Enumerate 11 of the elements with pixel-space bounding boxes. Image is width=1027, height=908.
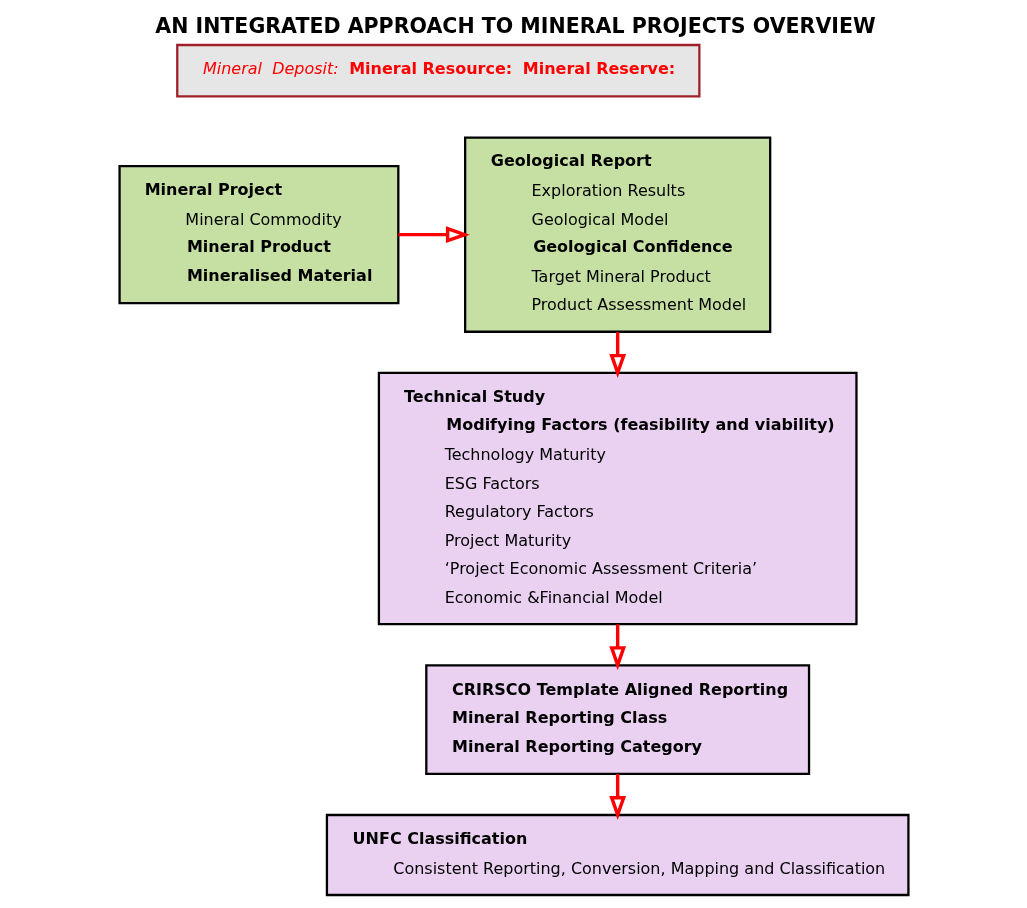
arrow xyxy=(608,332,626,378)
diagram-title: AN INTEGRATED APPROACH TO MINERAL PROJECTS OVERVIEW xyxy=(154,13,876,38)
arrow xyxy=(397,226,470,244)
arrow xyxy=(608,774,626,820)
arrow xyxy=(608,624,626,671)
node-box: Mineral Deposit: Mineral Resource: Mineral Reserve: xyxy=(175,43,700,98)
node-box: Mineral Project Mineral Commodity Mineral Product Mineralised Material xyxy=(117,164,399,305)
node-box: UNFC Classification Consistent Reporting, Conversion, Mapping and Classification xyxy=(325,813,910,897)
node-box: CRIRSCO Template Aligned Reporting Mineral Reporting Class Mineral Reporting Category xyxy=(424,664,810,776)
node-box: Geological Report Exploration Results Geological Model Geological Confidence Target Mineral Product Product Assessment Model xyxy=(463,136,771,333)
node-box: Technical Study Modifying Factors (feasibility and viability) Technology Maturity ESG Factors Regulatory Factors Project Maturity ‘Project Economic Assessment Criteria’ Economic &Financial Model xyxy=(377,371,858,626)
